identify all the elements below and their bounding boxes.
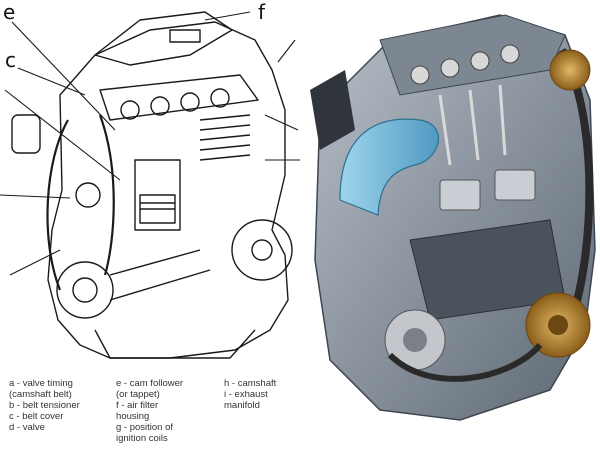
oil-sump — [94, 329, 256, 359]
legend-column-1: a - valve timing (camshaft belt) b - bel… — [9, 378, 80, 433]
legend-line: i - exhaust — [224, 389, 268, 400]
pistons — [439, 169, 536, 211]
cylinder — [134, 159, 181, 231]
legend-line: (or tappet) — [116, 389, 160, 400]
engine-cutaway-drawing — [310, 14, 596, 421]
air-filter-badge — [169, 29, 201, 43]
cam-pulley — [549, 49, 591, 91]
legend-line: h - camshaft — [224, 378, 277, 389]
flywheel — [231, 219, 293, 281]
labeled-line-drawing: e f c a - valve timing (camshaft belt) b… — [0, 0, 300, 444]
legend-line: (camshaft belt) — [9, 389, 72, 400]
legend-line: d - valve — [9, 422, 45, 433]
cutaway-illustration — [300, 0, 600, 450]
crankshaft — [109, 249, 211, 301]
legend-line: e - cam follower — [116, 378, 184, 389]
legend-line: ignition coils — [116, 433, 168, 444]
legend-line: c - belt cover — [9, 411, 64, 422]
camshaft-row — [410, 44, 520, 85]
oil-filter — [11, 114, 41, 154]
legend-line: a - valve timing — [9, 378, 73, 389]
engine-mount — [310, 70, 355, 150]
air-filter-housing — [94, 11, 233, 66]
legend-line: b - belt tensioner — [9, 400, 80, 411]
crank-pulley — [56, 261, 114, 319]
legend-line: manifold — [224, 400, 260, 411]
engine-line-drawing — [0, 11, 300, 359]
callout-label-f: f — [258, 0, 266, 24]
engine-block-outline — [47, 21, 289, 359]
cooling-fins — [199, 114, 251, 161]
callout-label-c: c — [5, 48, 16, 72]
legend-line: g - position of — [116, 422, 174, 433]
timing-belt — [46, 114, 115, 291]
accessory-belt — [387, 342, 543, 382]
legend-column-3: h - camshaft i - exhaust manifold — [224, 378, 276, 411]
legend-line: housing — [116, 411, 150, 422]
belt-tensioner — [75, 182, 101, 208]
intake-runner — [339, 118, 439, 216]
callout-label-e: e — [3, 0, 16, 24]
cam-cover — [99, 74, 259, 121]
legend-line: f - air filter — [116, 400, 159, 411]
valve-stems — [438, 84, 507, 166]
leader-lines — [0, 11, 300, 276]
legend-column-2: e - cam follower (or tappet) f - air fil… — [116, 378, 183, 444]
